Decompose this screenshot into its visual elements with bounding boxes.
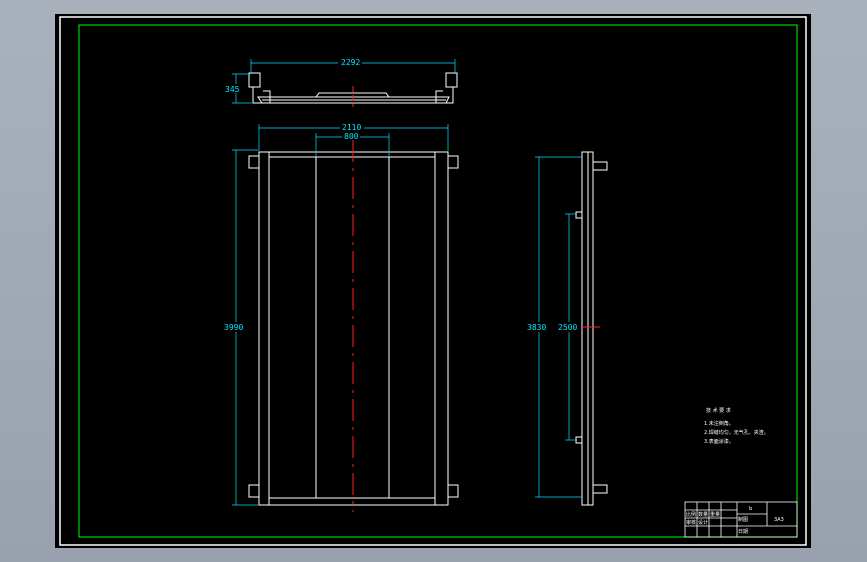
- top-view-height-dim: 345: [225, 85, 240, 94]
- title-block-mark: b: [749, 506, 752, 512]
- sheet-background: [55, 14, 811, 548]
- side-view-spacing-dim: 2500: [558, 323, 577, 332]
- title-block-cell-6: 设计: [698, 519, 708, 526]
- front-view-center-dim: 800: [344, 132, 359, 141]
- front-view-width-dim: 2110: [342, 123, 361, 132]
- drawing-frame: [78, 24, 798, 538]
- notes-line-3: 3.表面涂漆。: [704, 438, 734, 445]
- top-view-width-dim: 2292: [341, 58, 360, 67]
- notes-line-1: 1.未注倒角。: [704, 420, 734, 427]
- side-view-height-dim: 3830: [527, 323, 546, 332]
- front-view-height-dim: 3990: [224, 323, 243, 332]
- title-block-code: 3A3: [774, 517, 784, 523]
- title-block-cell-4: 制图: [738, 516, 748, 523]
- title-block-cell-5: 审核: [686, 519, 696, 526]
- top-view: [248, 72, 458, 104]
- title-block: [684, 501, 798, 538]
- notes-line-2: 2.焊缝均匀，无气孔、夹渣。: [704, 429, 769, 436]
- title-block-cell-2: 数量: [698, 511, 708, 518]
- title-block-cell-3: 重量: [710, 511, 720, 518]
- title-block-cell-1: 比例: [686, 511, 696, 518]
- front-view: [248, 151, 459, 506]
- outer-border: [59, 16, 807, 546]
- notes-title: 技 术 要 求: [706, 407, 731, 414]
- side-view: [575, 151, 608, 506]
- title-block-cell-7: 日期: [738, 529, 748, 535]
- technical-notes: 技 术 要 求 1.未注倒角。 2.焊缝均匀，无气孔、夹渣。 3.表面涂漆。: [704, 407, 769, 445]
